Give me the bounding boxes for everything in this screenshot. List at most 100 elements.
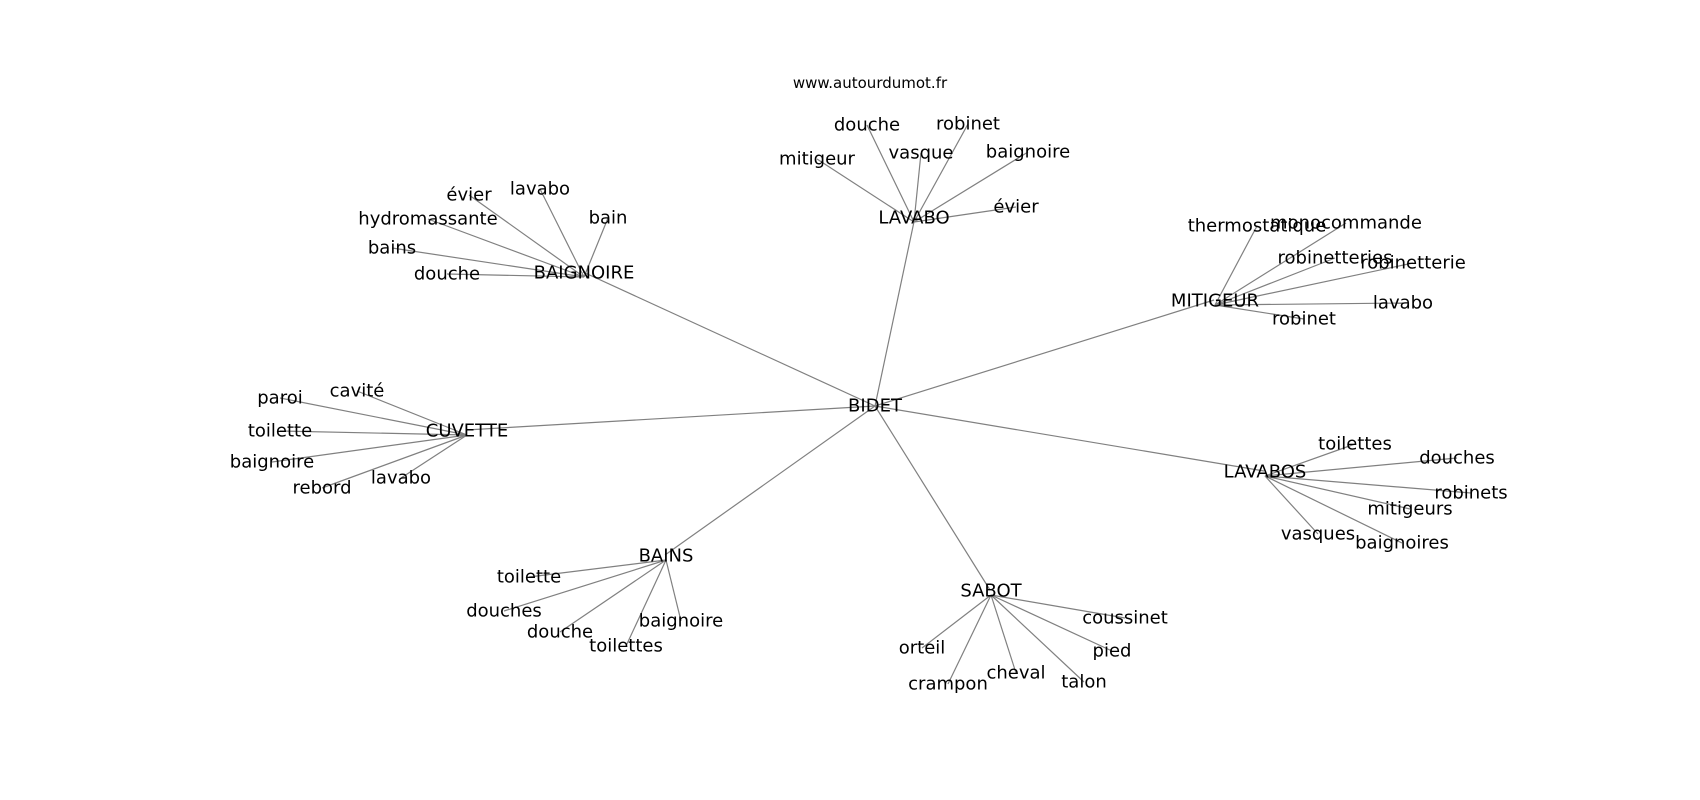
graph-edges — [271, 123, 1472, 685]
edge-cuvette_hub-leaf — [321, 434, 468, 489]
leaf-node-label: robinets — [1434, 483, 1507, 504]
source-label: www.autourdumot.fr — [793, 74, 948, 92]
hub-node-label: SABOT — [960, 581, 1022, 602]
leaf-node-label: douche — [834, 115, 900, 136]
leaf-node-label: talon — [1061, 672, 1107, 693]
edge-center-baignoire_hub — [582, 271, 876, 407]
edge-baignoire_hub-leaf — [446, 273, 585, 278]
leaf-node-label: baignoire — [230, 452, 314, 473]
center-node-label: BIDET — [848, 396, 903, 417]
hub-node-label: LAVABO — [878, 208, 949, 229]
hub-node-label: BAIGNOIRE — [534, 263, 635, 284]
edge-lavabos_hub-leaf — [1264, 475, 1319, 535]
leaf-node-label: rebord — [292, 478, 351, 499]
edge-cuvette_hub-leaf — [279, 397, 468, 436]
leaf-node-label: vasques — [1281, 524, 1355, 545]
hub-node-label: LAVABOS — [1224, 462, 1307, 483]
edge-baignoire_hub-leaf — [539, 188, 585, 278]
edge-mitigeur_hub-leaf — [1214, 225, 1258, 306]
hub-node-label: BAINS — [639, 546, 694, 567]
edge-cuvette_hub-leaf — [356, 390, 468, 436]
edge-baignoire_hub-leaf — [468, 194, 585, 278]
leaf-node-label: mitigeurs — [1367, 499, 1452, 520]
leaf-node-label: douches — [466, 601, 542, 622]
leaf-node-label: douches — [1419, 448, 1495, 469]
leaf-node-label: robinetterie — [1360, 253, 1466, 274]
leaf-node-label: évier — [446, 185, 492, 206]
leaf-node-label: monocommande — [1270, 213, 1422, 234]
edge-mitigeur_hub-leaf — [1214, 222, 1347, 306]
edge-baignoire_hub-leaf — [427, 218, 585, 278]
leaf-node-label: toilette — [248, 421, 312, 442]
edge-mitigeur_hub-leaf — [1214, 262, 1414, 306]
leaf-node-label: toilettes — [1318, 434, 1392, 455]
leaf-node-label: bain — [589, 208, 628, 229]
edge-bains_hub-leaf — [625, 559, 667, 647]
leaf-node-label: cavité — [330, 381, 385, 402]
leaf-node-label: thermostatique — [1188, 216, 1327, 237]
edge-bains_hub-leaf — [559, 559, 667, 633]
graph-labels: www.autourdumot.fr douche robinet vasque ba… — [230, 74, 1508, 695]
leaf-node-label: bains — [368, 238, 416, 259]
leaf-node-label: vasque — [889, 143, 954, 164]
edge-lavabos_hub-leaf — [1264, 475, 1472, 494]
leaf-node-label: cheval — [986, 663, 1045, 684]
edge-center-mitigeur_hub — [874, 299, 1215, 407]
leaf-node-label: orteil — [899, 638, 946, 659]
leaf-node-label: hydromassante — [358, 209, 497, 230]
edge-baignoire_hub-leaf — [583, 217, 609, 278]
leaf-node-label: mitigeur — [779, 149, 856, 170]
edge-lavabo_hub-leaf — [913, 151, 1029, 223]
leaf-node-label: douche — [414, 264, 480, 285]
edge-lavabos_hub-leaf — [1264, 457, 1458, 477]
leaf-node-label: baignoire — [986, 142, 1070, 163]
edge-sabot_hub-leaf — [921, 594, 992, 649]
edge-mitigeur_hub-leaf — [1214, 302, 1404, 306]
edge-cuvette_hub-leaf — [279, 430, 468, 436]
edge-lavabos_hub-leaf — [1264, 443, 1356, 477]
leaf-node-label: robinet — [1272, 309, 1336, 330]
edge-cuvette_hub-leaf — [271, 434, 468, 463]
edge-mitigeur_hub-leaf — [1214, 257, 1336, 306]
edge-bains_hub-leaf — [665, 559, 682, 622]
leaf-node-label: toilette — [497, 567, 561, 588]
edge-sabot_hub-leaf — [990, 594, 1113, 652]
edge-bains_hub-leaf — [528, 559, 667, 578]
edge-center-cuvette_hub — [465, 405, 876, 431]
edge-lavabo_hub-leaf — [913, 152, 922, 223]
edge-sabot_hub-leaf — [947, 594, 992, 685]
leaf-node-label: toilettes — [589, 636, 663, 657]
leaf-node-label: évier — [993, 197, 1039, 218]
leaf-node-label: baignoire — [639, 611, 723, 632]
leaf-node-label: lavabo — [1373, 293, 1433, 314]
leaf-node-label: robinetteries — [1278, 248, 1393, 269]
edge-sabot_hub-leaf — [990, 594, 1017, 674]
edge-lavabo_hub-leaf — [866, 124, 915, 223]
edge-lavabo_hub-leaf — [913, 206, 1017, 223]
leaf-node-label: crampon — [908, 674, 988, 695]
edge-sabot_hub-leaf — [990, 594, 1126, 619]
edge-lavabos_hub-leaf — [1264, 475, 1403, 544]
leaf-node-label: baignoires — [1355, 533, 1449, 554]
edge-center-bains_hub — [664, 405, 876, 556]
edge-lavabo_hub-leaf — [816, 158, 915, 223]
edge-center-lavabo_hub — [874, 216, 916, 407]
edge-baignoire_hub-leaf — [391, 247, 585, 278]
leaf-node-label: coussinet — [1082, 608, 1168, 629]
leaf-node-label: douche — [527, 622, 593, 643]
hub-node-label: CUVETTE — [426, 421, 508, 442]
edge-cuvette_hub-leaf — [400, 434, 468, 479]
edge-sabot_hub-leaf — [990, 594, 1085, 683]
leaf-node-label: pied — [1093, 641, 1132, 662]
edge-mitigeur_hub-leaf — [1214, 304, 1305, 320]
edge-center-lavabos_hub — [874, 405, 1265, 472]
leaf-node-label: paroi — [257, 388, 302, 409]
leaf-node-label: lavabo — [371, 468, 431, 489]
edge-lavabo_hub-leaf — [913, 123, 969, 223]
leaf-node-label: lavabo — [510, 179, 570, 200]
edge-bains_hub-leaf — [503, 559, 667, 612]
hub-node-label: MITIGEUR — [1171, 291, 1259, 312]
leaf-node-label: robinet — [936, 114, 1000, 135]
edge-lavabos_hub-leaf — [1264, 475, 1411, 510]
